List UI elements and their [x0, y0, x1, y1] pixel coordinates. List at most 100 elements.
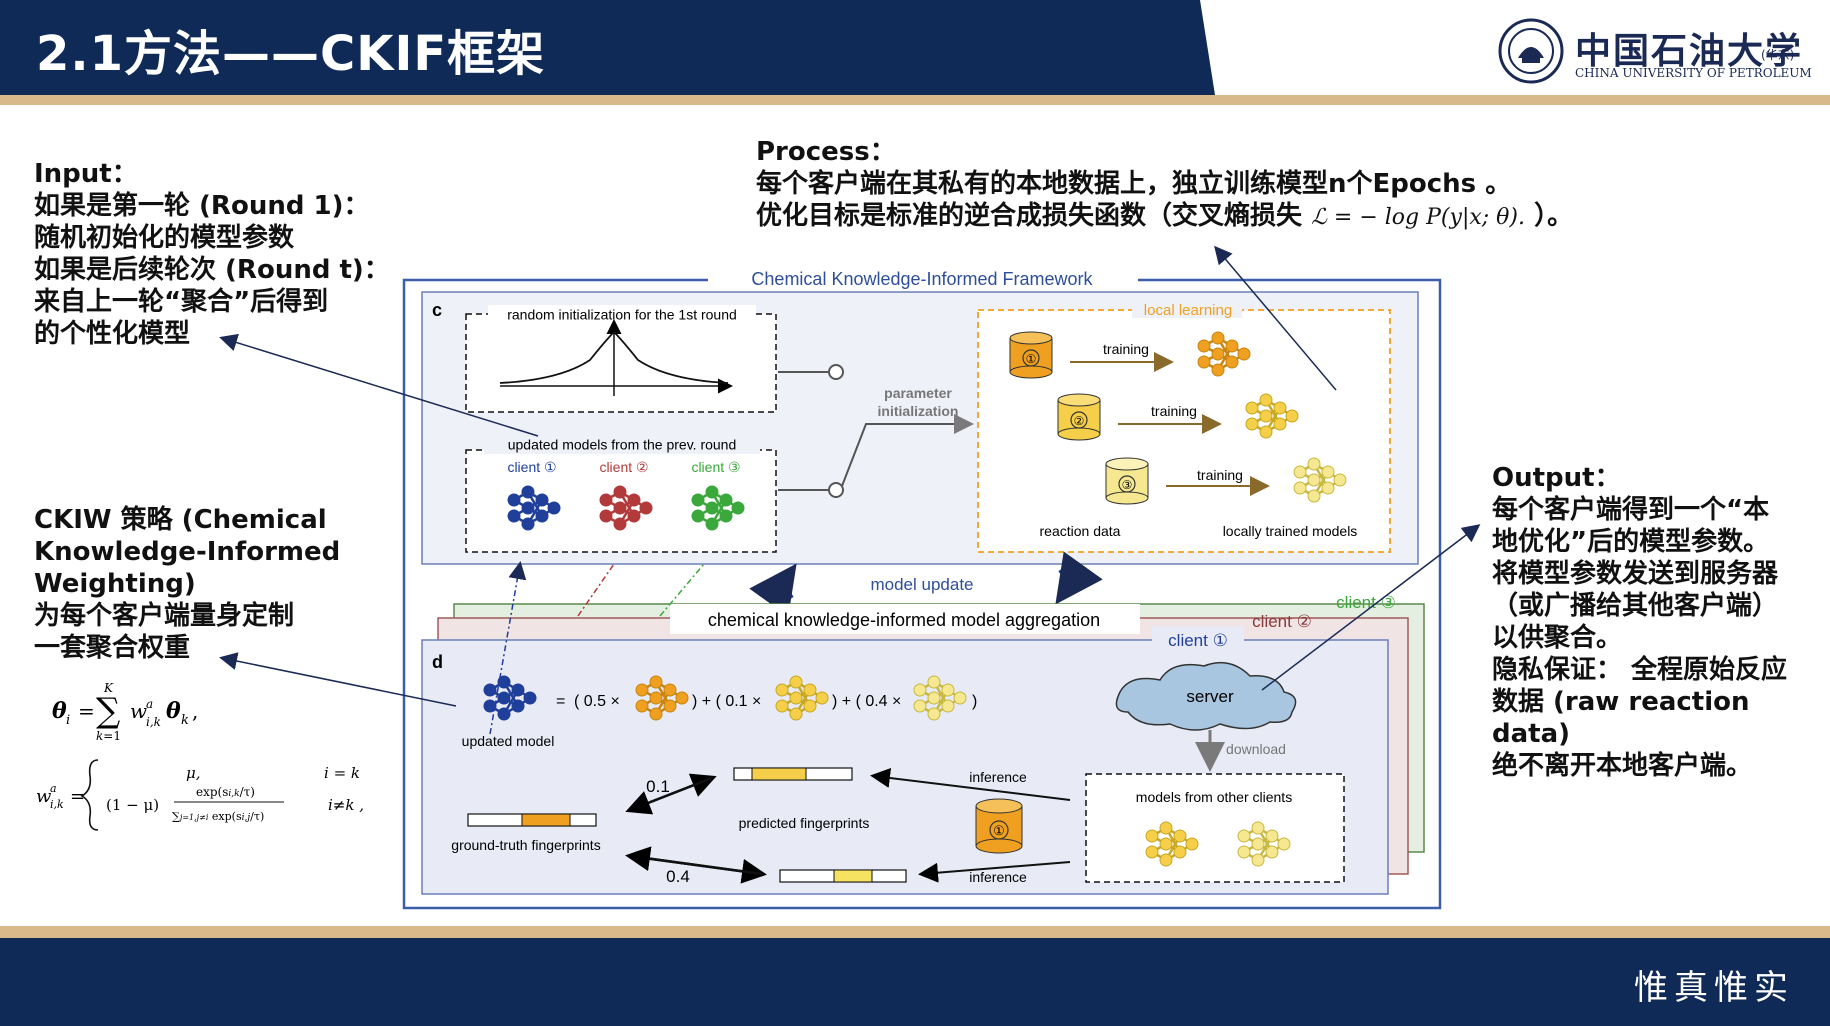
ckiw-description: CKIW 策略 (Chemical Knowledge-Informed Wei… [34, 504, 340, 664]
param-init-label-1: parameter [884, 385, 952, 401]
formula-cond2: i≠k , [328, 796, 364, 814]
server-label: server [1186, 687, 1234, 706]
loss-formula: ℒ = − log P(y|x; θ). [1311, 205, 1525, 230]
svg-text:θ: θ [166, 698, 181, 724]
server-cloud-icon [1115, 661, 1297, 731]
local-learning-label: local learning [1144, 302, 1232, 319]
formula-mu: μ, [186, 764, 201, 782]
aggregation-label: chemical knowledge-informed model aggreg… [708, 610, 1100, 630]
panel-c-label: c [432, 300, 442, 320]
ground-truth-fingerprint [467, 813, 597, 827]
reaction-data-label: reaction data [1040, 523, 1121, 539]
output-line: 每个客户端得到一个“本 [1492, 495, 1770, 525]
similarity-score-2: 0.4 [666, 867, 690, 886]
svg-text:exp(si,k/τ): exp(si,k/τ) [196, 785, 255, 799]
footer-bar [0, 938, 1830, 1026]
database-1-icon [1009, 331, 1053, 379]
output-line: 将模型参数发送到服务器 [1492, 559, 1779, 589]
input-line: 随机初始化的模型参数 [34, 223, 295, 253]
output-line: 以供聚合。 [1492, 623, 1623, 653]
university-name-cn: 中国石油大学 [1575, 30, 1804, 72]
other-models-box [1085, 773, 1345, 883]
svg-text:=: = [70, 786, 85, 807]
formula-cond1: i = k [324, 764, 360, 782]
ckiw-line: CKIW 策略 (Chemical [34, 505, 327, 535]
footer-motto: 惟真惟实 [1634, 968, 1794, 1008]
similarity-score-1: 0.1 [646, 777, 670, 796]
process-suffix: ）。 [1534, 201, 1574, 231]
updated-model-label: updated model [462, 733, 555, 749]
client-2-label: client ② [599, 459, 648, 475]
predicted-fp-label: predicted fingerprints [739, 815, 870, 831]
output-line: 地优化”后的模型参数。 [1492, 527, 1770, 557]
model-update-label: model update [870, 575, 973, 594]
svg-text:i,k: i,k [50, 798, 64, 811]
ckiw-formula: θ i = ∑ K k=1 w a i,k θ k , w a i,k = μ,… [36, 681, 364, 831]
model-update-arrow-up [749, 563, 797, 617]
aggregation-banner [670, 604, 1140, 634]
process-line: 优化目标是标准的逆合成损失函数（交叉熵损失 ℒ = − log P(y|x; θ… [756, 200, 1573, 234]
output-callout-arrow [1261, 524, 1481, 691]
stack-client3-label: client ③ [1336, 593, 1396, 612]
header-bar [0, 0, 1215, 95]
svg-text:w: w [130, 699, 147, 723]
database-3-number: ③ [1122, 478, 1133, 492]
university-name-sub: (华东) [1761, 48, 1795, 62]
equation-w2: ) + ( 0.1 × [692, 693, 761, 710]
model-update-arrow-down [1055, 551, 1103, 605]
param-init-label-2: initialization [878, 403, 959, 419]
equation-w3: ) + ( 0.4 × [832, 693, 901, 710]
svg-text:K: K [103, 681, 114, 695]
university-name-en: CHINA UNIVERSITY OF PETROLEUM [1575, 66, 1812, 80]
gaussian-curve [499, 330, 729, 384]
stack-client1-label: client ① [1168, 631, 1228, 650]
svg-text:w: w [36, 786, 52, 807]
process-line: 每个客户端在其私有的本地数据上，独立训练模型n个Epochs 。 [756, 169, 1512, 199]
switch-node-bottom [828, 482, 844, 498]
random-init-label: random initialization for the 1st round [507, 307, 737, 323]
switch-node-top [828, 364, 844, 380]
ckiw-line: Knowledge-Informed [34, 537, 341, 567]
equation-w1: ( 0.5 × [574, 693, 620, 710]
svg-text:a: a [146, 697, 153, 711]
predicted-fingerprint-2 [779, 869, 907, 883]
other-models-label: models from other clients [1136, 789, 1292, 805]
formula-term: (1 − μ) [106, 796, 159, 814]
input-line: 来自上一轮“聚合”后得到 [34, 287, 329, 317]
inference-label-1: inference [969, 769, 1027, 785]
svg-text:θ: θ [52, 698, 67, 724]
output-line: Output： [1492, 463, 1621, 493]
panel-d-label: d [432, 652, 443, 672]
ckiw-line: 一套聚合权重 [34, 633, 191, 663]
ckiw-line: Weighting) [34, 569, 196, 599]
svg-text:∑j=1,j≠i exp(si,j/τ): ∑j=1,j≠i exp(si,j/τ) [172, 810, 264, 823]
stack-client2-label: client ② [1252, 612, 1312, 631]
svg-text:k: k [181, 713, 189, 728]
ckiw-callout-arrow [219, 652, 457, 707]
svg-text:i: i [66, 713, 70, 728]
database-d-icon [975, 798, 1023, 854]
input-line: 如果是第一轮 (Round 1)： [34, 191, 370, 221]
predicted-fingerprint-1 [733, 767, 853, 781]
output-description: Output： 每个客户端得到一个“本 地优化”后的模型参数。 将模型参数发送到… [1492, 462, 1830, 782]
updated-models-label: updated models from the prev. round [508, 437, 737, 453]
svg-text:k=1: k=1 [96, 729, 121, 743]
input-line: 的个性化模型 [34, 319, 191, 349]
input-line: Input： [34, 159, 138, 189]
header-gold-stripe [0, 95, 1830, 105]
locally-trained-label: locally trained models [1223, 523, 1358, 539]
database-1-number: ① [1026, 352, 1037, 366]
svg-text:,: , [192, 699, 198, 723]
training-label-3: training [1197, 467, 1243, 483]
output-line: 隐私保证： 全程原始反应 [1492, 655, 1788, 685]
input-description: Input： 如果是第一轮 (Round 1)： 随机初始化的模型参数 如果是后… [34, 158, 390, 350]
equation-end: ) [972, 693, 977, 710]
database-3-icon [1105, 457, 1149, 505]
download-label: download [1226, 741, 1286, 757]
process-callout-arrow [1214, 245, 1337, 391]
database-2-number: ② [1074, 414, 1085, 428]
output-line: 绝不离开本地客户端。 [1492, 751, 1753, 781]
svg-text:∑: ∑ [96, 691, 120, 731]
equation-equals: = [556, 693, 565, 710]
